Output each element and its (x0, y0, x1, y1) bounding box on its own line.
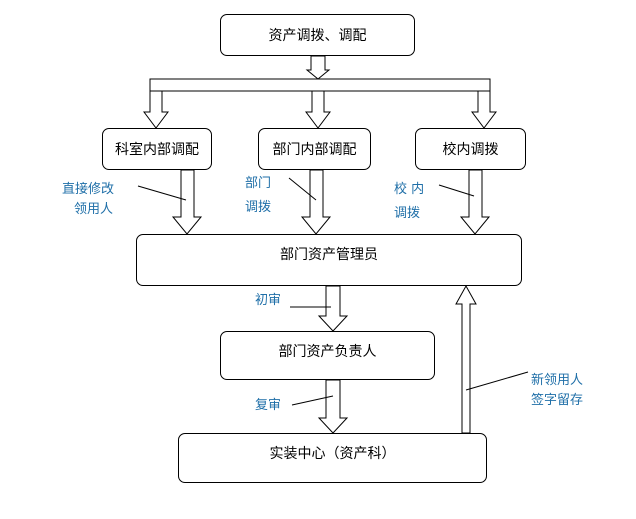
node-equipment-center: 实装中心（资产科） (178, 433, 487, 483)
arrow-admin-to-head (317, 285, 349, 332)
leader-direct (137, 185, 187, 201)
arrow-room-to-admin (171, 169, 203, 235)
arrow-head-to-center (317, 379, 349, 434)
arrow-to-dept (305, 90, 331, 129)
arrow-to-campus (471, 90, 497, 129)
label-first-review: 初审 (255, 293, 282, 308)
label-campus-transfer: 校 内 调拨 (394, 180, 424, 224)
label-sign-line1: 新领用人 (531, 373, 584, 388)
label-direct-line2: 领用人 (74, 202, 114, 217)
node-dept-asset-head: 部门资产负责人 (220, 331, 435, 380)
node-dept-internal: 部门内部调配 (258, 128, 371, 170)
label-direct-modify: 直接修改 领用人 (62, 180, 114, 220)
leader-dept (288, 177, 317, 201)
label-dept-transfer: 部门 调拨 (245, 174, 271, 218)
node-dept-asset-admin: 部门资产管理员 (136, 234, 522, 286)
arrow-to-room (143, 90, 169, 129)
leader-campus (438, 184, 475, 197)
leader-sign (465, 371, 529, 391)
splitter-bar (149, 78, 491, 92)
label-campus-line2: 调拨 (394, 206, 421, 221)
label-dept-line2: 调拨 (245, 200, 272, 215)
label-direct-line1: 直接修改 (62, 182, 115, 197)
leader-review2 (291, 395, 334, 406)
arrow-dept-to-admin (300, 169, 332, 235)
label-dept-line1: 部门 (245, 176, 272, 191)
label-campus-line1: 校 内 (394, 182, 425, 197)
arrow-top-down (305, 55, 331, 80)
node-campus-transfer: 校内调拨 (415, 128, 526, 170)
label-new-user-sign: 新领用人 签字留存 (531, 371, 583, 411)
arrow-center-to-admin (455, 284, 477, 434)
label-second-review: 复审 (255, 398, 282, 413)
arrow-campus-to-admin (459, 169, 491, 235)
node-transfer-allocation: 资产调拨、调配 (220, 14, 415, 56)
node-room-internal: 科室内部调配 (102, 128, 212, 170)
label-sign-line2: 签字留存 (531, 393, 584, 408)
